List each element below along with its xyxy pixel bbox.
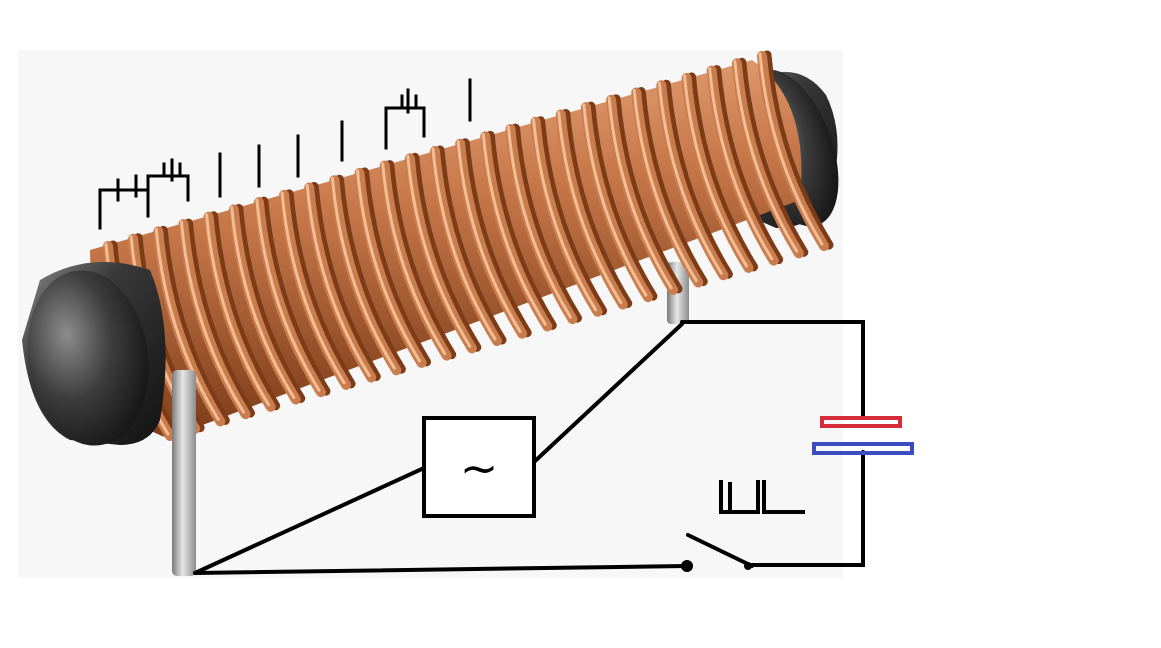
wire-to-ac-source [193, 466, 426, 575]
switch-icon [681, 533, 754, 572]
winding-highlight [582, 103, 648, 297]
winding-highlight [179, 220, 245, 414]
ac-source-icon: ∼ [422, 416, 536, 518]
winding-highlight [230, 205, 296, 399]
wire-ac-to-lead [532, 322, 684, 464]
winding-highlight [305, 184, 371, 378]
winding-highlight [381, 162, 447, 356]
winding-highlight [708, 67, 774, 261]
winding-highlight [330, 176, 396, 370]
winding-highlight [657, 81, 723, 275]
wire-top-right [680, 320, 865, 420]
winding-highlight [154, 227, 220, 421]
battery-negative-plate [812, 442, 914, 455]
battery-icon [812, 416, 914, 455]
winding-highlight [205, 213, 271, 407]
pulse-waveform-icon [719, 480, 805, 514]
winding-highlight [683, 74, 749, 268]
winding-highlight [557, 110, 623, 304]
winding-highlight [431, 147, 497, 341]
wire-right-down [746, 450, 865, 567]
solenoid-coil-icon [22, 50, 839, 576]
winding-highlight [255, 198, 321, 392]
winding-highlight [356, 169, 422, 363]
winding-highlight [733, 59, 799, 253]
field-lines-icon [98, 78, 472, 230]
circuit-wires [193, 320, 865, 575]
left-lead [172, 370, 196, 576]
winding-highlight [632, 89, 698, 283]
ac-source-symbol: ∼ [460, 441, 499, 495]
switch-lever [686, 533, 754, 568]
switch-contact-right [744, 562, 752, 570]
winding-highlight [506, 125, 572, 319]
winding-highlight [406, 154, 472, 348]
battery-positive-plate [820, 416, 902, 428]
wire-bottom [193, 564, 688, 575]
winding-highlight [758, 52, 824, 246]
winding-highlight [481, 132, 547, 326]
left-end-cap [22, 262, 166, 446]
winding-highlight [532, 118, 598, 312]
switch-contact-left [681, 560, 693, 572]
winding-highlight [607, 96, 673, 290]
winding-highlight [456, 140, 522, 334]
winding-highlight [280, 191, 346, 385]
